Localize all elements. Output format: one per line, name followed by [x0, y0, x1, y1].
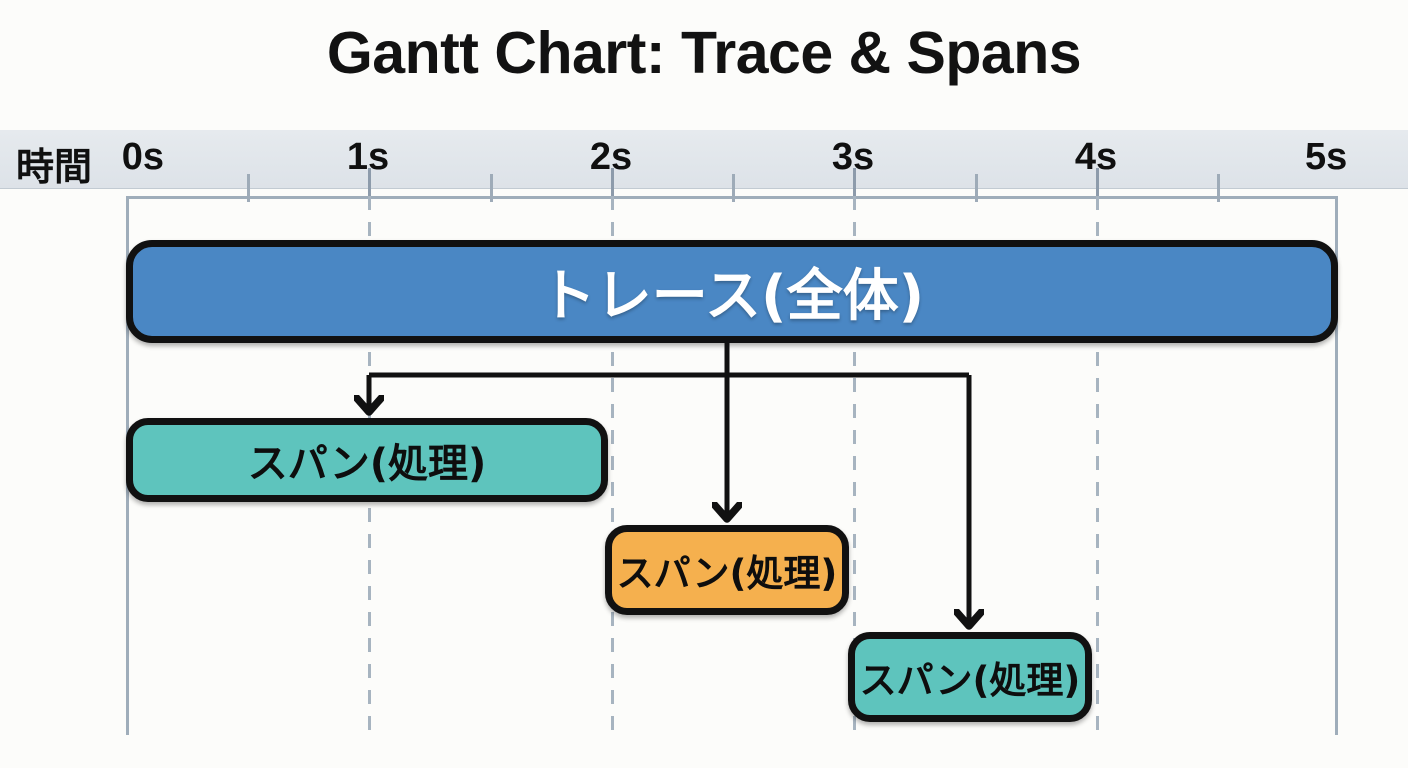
- axis-major-tick: [611, 168, 614, 202]
- axis-minor-tick: [247, 174, 250, 202]
- gantt-bar-span-2[interactable]: スパン(処理): [605, 525, 849, 615]
- axis-major-tick: [853, 168, 856, 202]
- gridline-2s: [611, 196, 614, 735]
- gantt-bar-trace[interactable]: トレース(全体): [126, 240, 1338, 343]
- axis-minor-tick: [975, 174, 978, 202]
- gantt-bar-span-3[interactable]: スパン(処理): [848, 632, 1092, 722]
- axis-major-tick: [368, 168, 371, 202]
- axis-major-tick: [1096, 168, 1099, 202]
- gridline-4s: [1096, 196, 1099, 735]
- axis-tick-label-0s: 0s: [121, 136, 165, 178]
- gantt-bar-trace-label: トレース(全体): [539, 264, 925, 329]
- page-title: Gantt Chart: Trace & Spans: [326, 20, 1082, 86]
- gantt-bar-span-2-label: スパン(処理): [616, 552, 838, 595]
- gantt-bar-span-1[interactable]: スパン(処理): [126, 418, 608, 502]
- gridline-3s: [853, 196, 856, 735]
- axis-minor-tick: [732, 174, 735, 202]
- axis-tick-label-5s: 5s: [1305, 136, 1348, 178]
- axis-minor-tick: [1217, 174, 1220, 202]
- gantt-bar-span-1-label: スパン(処理): [247, 441, 487, 487]
- gridline-5s: [1335, 196, 1338, 735]
- time-axis-band: 時間 0s 1s 2s 3s 4s 5s: [0, 130, 1408, 189]
- gantt-bar-span-3-label: スパン(処理): [859, 659, 1081, 702]
- axis-minor-tick: [490, 174, 493, 202]
- axis-name-label: 時間: [16, 147, 93, 189]
- plot-area: トレース(全体) スパン(処理) スパン(処理) スパン(処理): [0, 168, 1408, 768]
